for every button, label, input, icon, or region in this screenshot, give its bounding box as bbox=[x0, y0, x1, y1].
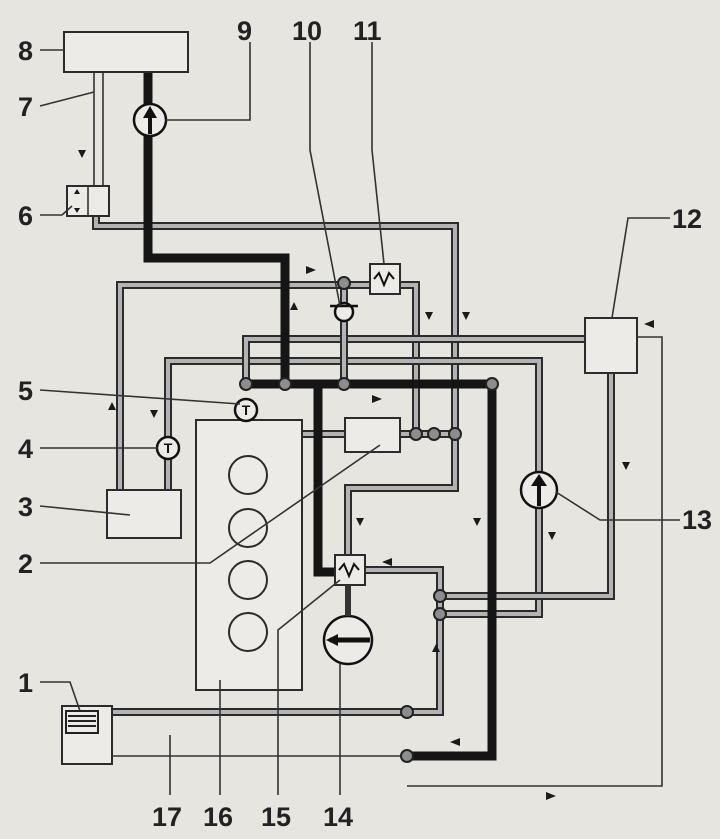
label-3: 3 bbox=[18, 492, 33, 522]
engine-cylinders bbox=[228, 455, 268, 652]
label-10: 10 bbox=[292, 16, 322, 46]
valve-6-arrows-icon bbox=[74, 189, 80, 213]
thin-lines bbox=[93, 72, 663, 787]
heat-exchanger-2 bbox=[344, 417, 401, 453]
flow-arrows bbox=[78, 150, 654, 800]
label-2: 2 bbox=[18, 549, 33, 579]
label-4: 4 bbox=[18, 434, 33, 464]
pump-9-icon bbox=[132, 102, 168, 138]
label-16: 16 bbox=[203, 802, 233, 832]
leader-lines bbox=[39, 42, 680, 795]
pipes-dark bbox=[143, 67, 497, 761]
pipes-gray bbox=[92, 211, 615, 716]
heater-core-8 bbox=[63, 31, 189, 73]
temperature-sensor-4-icon: T bbox=[155, 435, 181, 461]
label-12: 12 bbox=[672, 204, 702, 234]
check-valve-10-icon bbox=[330, 301, 358, 323]
temperature-sensor-5-icon: T bbox=[233, 397, 259, 423]
svg-text:T: T bbox=[164, 440, 173, 456]
label-9: 9 bbox=[237, 16, 252, 46]
label-1: 1 bbox=[18, 668, 33, 698]
number-labels: 8 7 9 10 11 12 6 5 4 3 2 13 1 17 16 15 1… bbox=[18, 16, 712, 832]
label-11: 11 bbox=[353, 16, 382, 46]
label-13: 13 bbox=[682, 505, 712, 535]
label-14: 14 bbox=[323, 802, 353, 832]
label-7: 7 bbox=[18, 92, 33, 122]
label-5: 5 bbox=[18, 376, 33, 406]
pump-13-icon bbox=[519, 470, 559, 510]
svg-text:T: T bbox=[242, 402, 251, 418]
expansion-tank-12 bbox=[584, 317, 638, 374]
label-17: 17 bbox=[152, 802, 182, 832]
label-6: 6 bbox=[18, 201, 33, 231]
label-8: 8 bbox=[18, 36, 33, 66]
label-15: 15 bbox=[261, 802, 291, 832]
junction-nodes bbox=[239, 276, 499, 763]
radiator-fan-1-icon bbox=[65, 710, 99, 734]
main-pump-14-icon bbox=[322, 585, 374, 666]
thermostat-11-icon bbox=[369, 263, 401, 295]
